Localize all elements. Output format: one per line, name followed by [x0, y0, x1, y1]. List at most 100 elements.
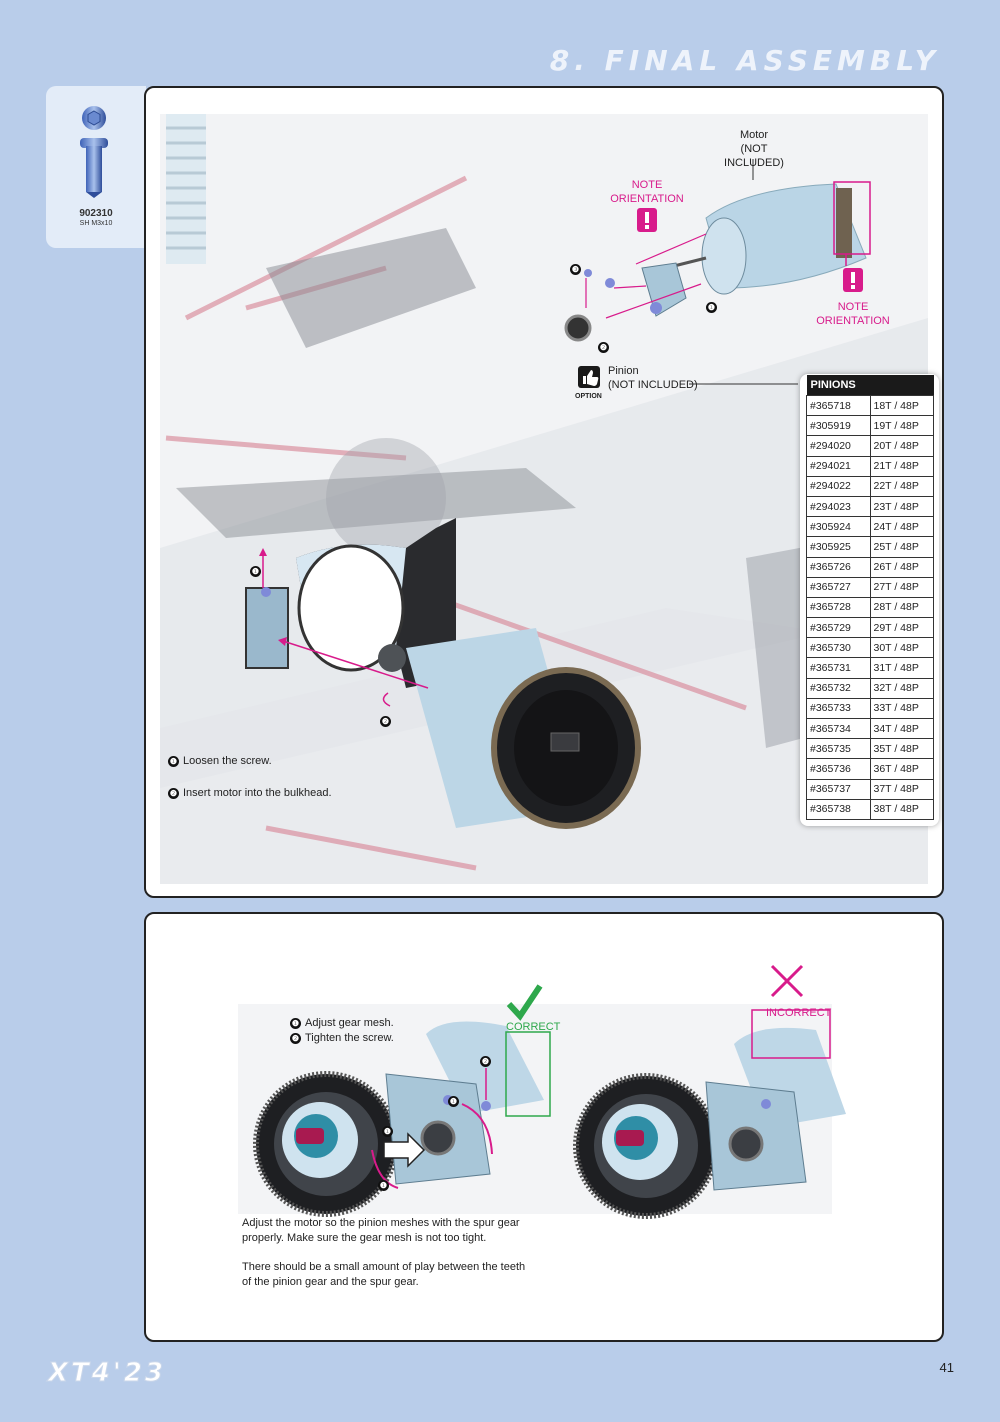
warning-icon	[637, 208, 657, 232]
pinion-teeth-pitch: 25T / 48P	[869, 536, 934, 558]
pinion-teeth-pitch: 27T / 48P	[869, 576, 934, 598]
pinion-part-number: #305925	[806, 536, 871, 558]
motor-mount-bulkhead	[245, 518, 456, 688]
callout-3: ❸	[570, 264, 581, 275]
pinion-teeth-pitch: 23T / 48P	[869, 495, 934, 518]
warning-icon	[843, 268, 863, 292]
product-logo: XT4'23	[47, 1358, 167, 1389]
pinion-teeth-pitch: 20T / 48P	[869, 435, 934, 457]
pinion-part-number: #365737	[806, 778, 871, 800]
pinion-part-number: #365734	[806, 717, 871, 740]
callout-1: ❶	[382, 1126, 393, 1137]
pinion-part-number: #365726	[806, 556, 871, 578]
callout-1: ❶	[378, 1180, 389, 1191]
step-panel-motor-install: Motor (NOT INCLUDED) NOTE ORIENTATION NO…	[144, 86, 944, 898]
pinion-teeth-pitch: 35T / 48P	[869, 738, 934, 760]
pinion-part-number: #294020	[806, 435, 871, 457]
pinion-teeth-pitch: 38T / 48P	[869, 798, 934, 820]
callout-1: ❶	[448, 1096, 459, 1107]
pinion-part-number: #294022	[806, 475, 871, 497]
screw-icon	[80, 106, 108, 198]
callout-2: ❷	[480, 1056, 491, 1067]
pinion-teeth-pitch: 21T / 48P	[869, 455, 934, 477]
pinion-teeth-pitch: 29T / 48P	[869, 617, 934, 639]
pinion-label: Pinion (NOT INCLUDED)	[608, 365, 698, 391]
pinion-part-number: #294021	[806, 455, 871, 477]
callout-1: ❶	[250, 566, 261, 577]
pinion-teeth-pitch: 18T / 48P	[869, 394, 934, 417]
pinion-part-number: #365735	[806, 738, 871, 760]
hardware-tab: 902310 SH M3x10	[46, 86, 146, 248]
pinion-teeth-pitch: 33T / 48P	[869, 697, 934, 720]
incorrect-assembly	[573, 1027, 846, 1219]
pinion-teeth-pitch: 22T / 48P	[869, 475, 934, 497]
correct-label: CORRECT	[506, 1021, 561, 1033]
pinion-part-number: #365728	[806, 596, 871, 619]
pinion-part-number: #305924	[806, 516, 871, 538]
pinion-part-number: #365730	[806, 637, 871, 659]
pinion-teeth-pitch: 26T / 48P	[869, 556, 934, 578]
thumbs-up-icon	[578, 366, 600, 388]
pinion-part-number: #365732	[806, 677, 871, 699]
callout-2: ❷	[598, 342, 609, 353]
hardware-part-code: 902310	[79, 208, 113, 219]
note-orientation-1: NOTE ORIENTATION	[610, 179, 684, 205]
pinion-part-number: #365736	[806, 758, 871, 780]
page-number: 41	[939, 1360, 954, 1375]
gear-paragraph-2: There should be a small amount of play b…	[242, 1261, 526, 1288]
callout-1: ❶	[706, 302, 717, 313]
option-label: OPTION	[575, 393, 602, 400]
pinions-header: PINIONS	[806, 375, 934, 396]
pinion-part-number: #365738	[806, 798, 871, 820]
pinion-part-number: #365727	[806, 576, 871, 598]
pinion-teeth-pitch: 30T / 48P	[869, 637, 934, 659]
callout-2: ❷	[380, 716, 391, 727]
pinion-teeth-pitch: 28T / 48P	[869, 596, 934, 619]
incorrect-label: INCORRECT	[766, 1007, 832, 1019]
pinion-teeth-pitch: 32T / 48P	[869, 677, 934, 699]
hardware-description: SH M3x10	[79, 220, 113, 227]
pinion-teeth-pitch: 19T / 48P	[869, 415, 934, 437]
pinion-teeth-pitch: 24T / 48P	[869, 516, 934, 538]
pinion-part-number: #365731	[806, 657, 871, 679]
section-title: 8. FINAL ASSEMBLY	[549, 44, 940, 77]
pinion-part-number: #365729	[806, 617, 871, 639]
pinion-teeth-pitch: 37T / 48P	[869, 778, 934, 800]
gear-paragraph-1: Adjust the motor so the pinion meshes wi…	[242, 1217, 520, 1244]
pinion-part-number: #294023	[806, 495, 871, 518]
pinion-teeth-pitch: 34T / 48P	[869, 717, 934, 740]
pinion-part-number: #365718	[806, 394, 871, 417]
pinion-teeth-pitch: 31T / 48P	[869, 657, 934, 679]
note-orientation-2: NOTE ORIENTATION	[816, 301, 890, 327]
pinion-teeth-pitch: 36T / 48P	[869, 758, 934, 780]
pinion-part-number: #305919	[806, 415, 871, 437]
pinion-part-number: #365733	[806, 697, 871, 720]
motor-illustration	[378, 628, 641, 829]
motor-exploded-detail	[564, 183, 867, 342]
